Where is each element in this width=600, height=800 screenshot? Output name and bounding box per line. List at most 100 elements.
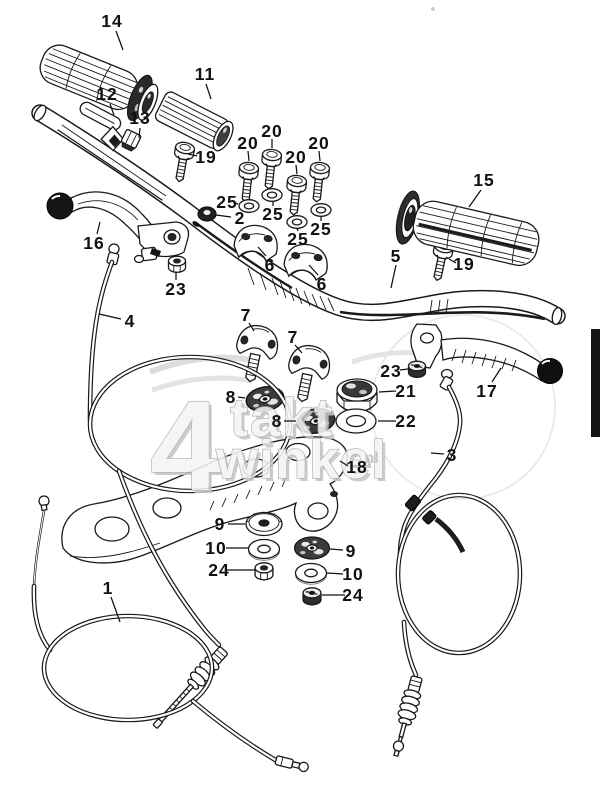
part-label-20: 20 <box>285 147 306 167</box>
part-label-7: 7 <box>288 327 299 347</box>
leader-line-14 <box>115 30 124 51</box>
leader-line-25 <box>234 202 239 205</box>
leader-line-25 <box>296 227 299 232</box>
leader-line-16 <box>96 221 101 235</box>
watermark-numeral-shadow: 4 <box>153 378 224 521</box>
clamp-bolt-20 <box>283 173 308 217</box>
part-label-13: 13 <box>129 108 150 128</box>
cable-4 <box>87 243 293 729</box>
part-label-5: 5 <box>391 246 402 266</box>
lever-hatching <box>451 348 517 372</box>
part-label-18: 18 <box>346 457 367 477</box>
washer-9-left <box>245 510 283 537</box>
stem-washer-22 <box>335 408 377 434</box>
leader-line-2 <box>215 214 232 218</box>
washer-9-right <box>293 536 331 560</box>
part-label-24: 24 <box>342 585 363 605</box>
cable-3 <box>392 368 523 758</box>
cable-guide <box>79 101 125 152</box>
leader-line-3 <box>430 452 445 455</box>
part-label-16: 16 <box>83 233 104 253</box>
part-label-8: 8 <box>226 387 237 407</box>
part-label-3: 3 <box>447 445 458 465</box>
part-label-6: 6 <box>265 255 276 275</box>
part-label-6: 6 <box>317 274 328 294</box>
right-lever <box>410 323 563 384</box>
handlebar-knurling <box>247 267 449 315</box>
leader-line-6 <box>257 246 267 257</box>
washer-10-left <box>247 538 281 561</box>
nut-24-right <box>302 587 322 606</box>
nut-23-left <box>167 255 187 273</box>
washer-10-right <box>294 562 328 585</box>
leader-line-13 <box>138 127 141 139</box>
part-label-24: 24 <box>208 560 229 580</box>
throttle-slider <box>120 129 142 152</box>
part-label-9: 9 <box>215 514 226 534</box>
leader-line-19 <box>187 153 198 157</box>
watermark-numeral: 4 <box>150 375 221 518</box>
part-label-11: 11 <box>195 64 216 84</box>
part-label-2: 2 <box>235 208 246 228</box>
leader-line-4 <box>98 313 122 320</box>
part-label-19: 19 <box>453 254 474 274</box>
leader-line-7 <box>294 344 303 354</box>
part-label-15: 15 <box>473 170 494 190</box>
leader-line-12 <box>109 103 115 116</box>
washer-25 <box>261 188 283 202</box>
part-label-20: 20 <box>261 121 282 141</box>
part-label-10: 10 <box>342 564 363 584</box>
bolt-19-left <box>169 140 196 184</box>
part-label-17: 17 <box>476 381 497 401</box>
watermark-word1: takt <box>230 388 334 448</box>
leader-line-23 <box>399 368 409 371</box>
part-label-22: 22 <box>395 411 416 431</box>
part-label-25: 25 <box>216 192 237 212</box>
leader-line-9 <box>329 548 344 551</box>
part-label-23: 23 <box>165 279 186 299</box>
leader-line-8 <box>237 396 246 399</box>
leader-line-11 <box>205 83 212 100</box>
scan-artifact-bar <box>591 329 600 437</box>
watermark-word2-shadow: winkel <box>218 433 390 493</box>
part-label-8: 8 <box>272 411 283 431</box>
leader-line-18 <box>339 460 349 467</box>
clamp-bolt-20 <box>306 160 331 204</box>
part-label-20: 20 <box>308 133 329 153</box>
bridge-bracket <box>61 436 348 564</box>
part-label-4: 4 <box>125 311 136 331</box>
washer-25 <box>286 215 308 229</box>
clamp-bolt-20 <box>258 147 283 191</box>
leader-line-5 <box>390 264 397 289</box>
leader-line-19 <box>448 258 457 264</box>
throttle-pipe <box>154 91 234 152</box>
part-label-23: 23 <box>380 361 401 381</box>
watermark-suffix: .nl <box>360 450 379 467</box>
right-grip <box>395 190 540 266</box>
nut-23-right <box>407 360 427 378</box>
part-labels-layer: 1234566778899101011121314151617181919202… <box>83 11 502 623</box>
leader-line-7 <box>248 322 255 332</box>
part-label-20: 20 <box>237 133 258 153</box>
cable-1 <box>31 495 309 773</box>
leader-line-20 <box>247 150 250 162</box>
watermark-word2: winkel <box>215 430 387 490</box>
leader-line-20 <box>318 150 321 162</box>
part-label-25: 25 <box>310 219 331 239</box>
part-label-1: 1 <box>103 578 114 598</box>
leader-line-1 <box>110 596 121 623</box>
part-label-10: 10 <box>205 538 226 558</box>
part-label-25: 25 <box>287 229 308 249</box>
left-grip <box>39 44 159 122</box>
stem-nut-21 <box>336 378 378 413</box>
watermark: 4 4 takt takt winkel winkel .nl <box>149 374 390 521</box>
handlebar <box>31 104 566 326</box>
part-label-19: 19 <box>195 147 216 167</box>
leader-line-15 <box>468 189 482 208</box>
leader-line-20 <box>295 164 298 175</box>
leader-line-17 <box>491 367 502 383</box>
handlebar-holder-7 <box>229 321 282 387</box>
left-lever <box>46 191 190 264</box>
part-label-9: 9 <box>346 541 357 561</box>
